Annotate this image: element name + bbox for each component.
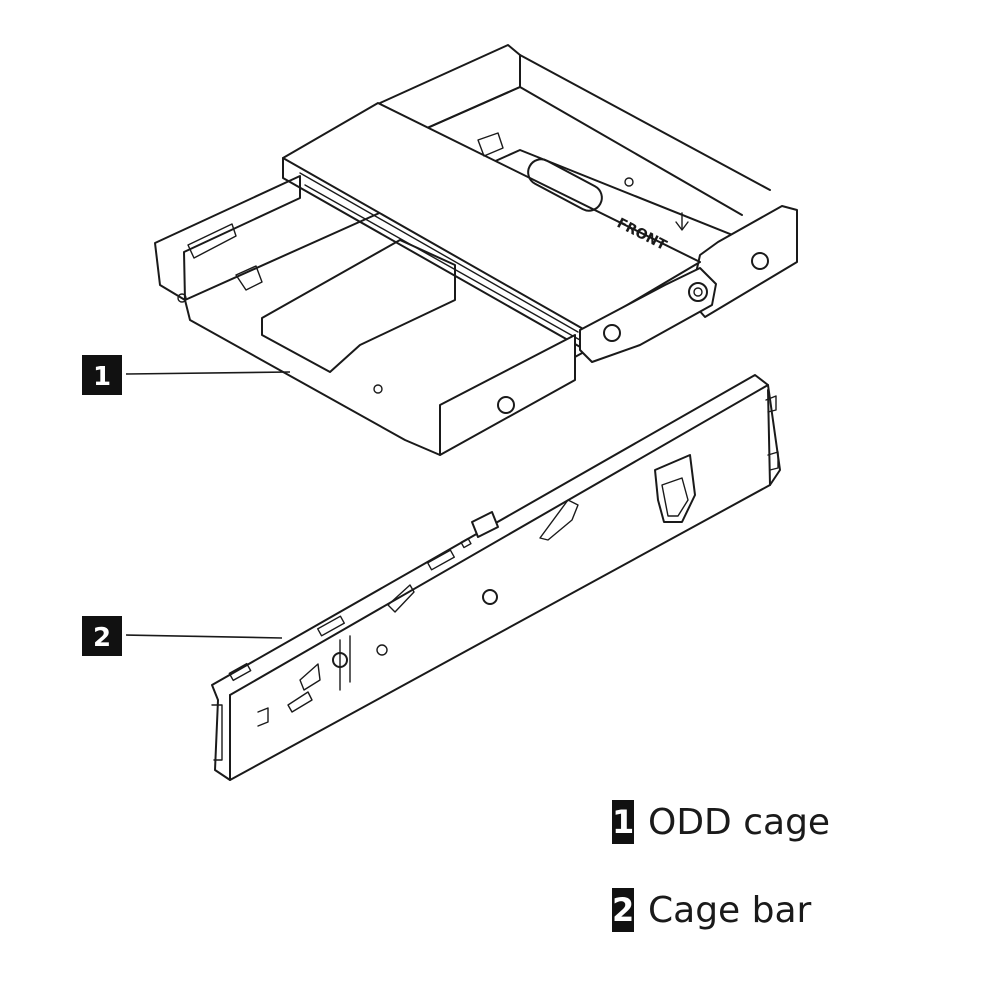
legend-item-cage-bar: 2 Cage bar: [612, 888, 811, 932]
bar-clip: [654, 454, 696, 523]
callout-2-leader: [125, 634, 283, 639]
legend-label-2: Cage bar: [648, 889, 812, 931]
cage-bar: [211, 374, 781, 781]
callout-2: 2: [82, 616, 122, 656]
callout-1-number: 1: [93, 362, 111, 392]
legend-label-1: ODD cage: [648, 801, 831, 843]
callout-1: 1: [82, 355, 122, 395]
legend-badge-2: 2: [612, 888, 634, 932]
odd-cage: FRONT: [154, 44, 798, 456]
callout-2-number: 2: [93, 623, 111, 653]
legend-badge-1: 1: [612, 800, 634, 844]
legend-item-odd-cage: 1 ODD cage: [612, 800, 830, 844]
callout-1-leader: [125, 371, 291, 375]
front-arrow-icon: [675, 212, 689, 231]
